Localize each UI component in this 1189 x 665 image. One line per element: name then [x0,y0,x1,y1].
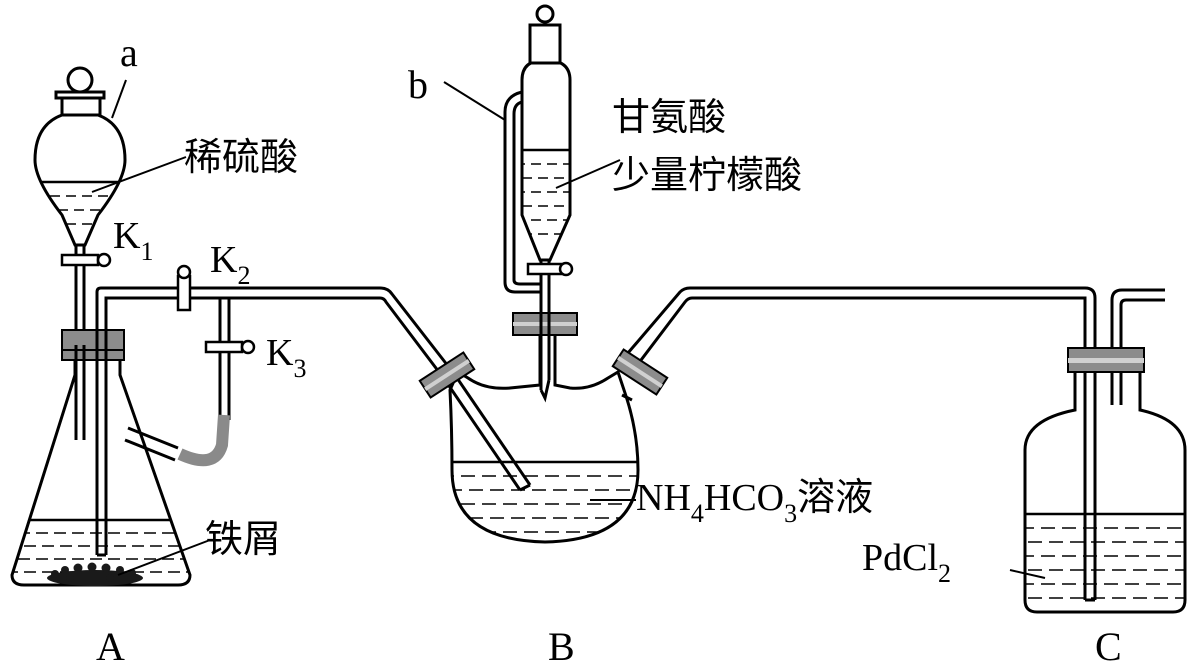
label-nh4hco3-solution: NH4HCO3溶液 [636,475,873,528]
label-iron-filings: 铁屑 [205,517,281,561]
flask-b-liquid [452,460,638,533]
three-neck-flask [448,330,640,544]
stopcock-k3 [204,340,244,354]
label-k2: K2 [210,239,250,290]
separating-funnel-a [33,113,127,247]
label-dilute-sulfuric-acid: 稀硫酸 [184,135,298,179]
label-pdcl2: PdCl2 [862,537,951,588]
stopper-a [61,329,125,351]
label-apparatus-a: A [96,624,125,665]
gas-washing-bottle [1023,365,1187,614]
label-citric-acid: 少量柠檬酸 [612,153,802,197]
iron-filings [47,562,143,586]
label-apparatus-c: C [1095,624,1122,665]
label-k1: K1 [113,215,153,266]
apparatus-a [10,66,380,587]
side-tube-b [503,90,541,294]
apparatus-b [379,4,1097,602]
bottle-c-liquid [1025,512,1185,599]
label-glycine: 甘氨酸 [612,95,726,139]
funnel-b-liquid [522,148,570,235]
label-k3: K3 [266,332,306,383]
conical-flask-a [10,345,192,587]
leader-lines [91,79,1046,579]
stopcock-k1 [60,253,100,267]
apparatus-c [1023,288,1187,614]
dropping-funnel-b [520,58,572,262]
labels: a 稀硫酸 K1 K2 K3 铁屑 A b 甘氨酸 少量柠檬酸 NH4HCO3溶… [96,30,1122,665]
label-b-tube: b [408,62,428,107]
label-a: a [120,30,138,75]
rubber-tube [177,414,230,467]
label-apparatus-b: B [548,624,575,665]
stopcock-k2 [176,274,192,312]
flask-a-liquid [12,518,190,573]
